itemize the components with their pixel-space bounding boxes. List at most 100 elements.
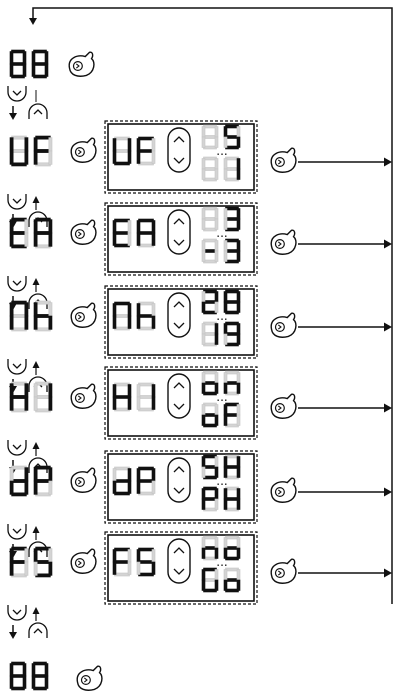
segment-f xyxy=(31,663,36,677)
segment-e xyxy=(223,547,228,559)
segment-c xyxy=(214,547,219,559)
segment-b xyxy=(214,158,219,170)
chevron-down-icon xyxy=(12,280,22,286)
segment-d xyxy=(138,407,154,412)
segment-e xyxy=(223,414,228,426)
parameter-dashed-box xyxy=(104,450,258,524)
segment-f xyxy=(33,467,38,482)
down-button-icon xyxy=(7,524,27,540)
confirm-arrow xyxy=(298,568,392,578)
segment-e xyxy=(201,301,206,313)
down-button-outline xyxy=(7,276,27,292)
segment-c xyxy=(214,333,219,345)
segment-b xyxy=(214,488,219,500)
segment-f xyxy=(112,384,117,398)
segment-d xyxy=(225,342,239,347)
segment-c xyxy=(151,315,156,329)
arrow-head xyxy=(32,442,40,449)
segment-a xyxy=(114,136,130,141)
button-chevron xyxy=(277,159,282,165)
segment-d xyxy=(33,74,47,79)
segment-c xyxy=(24,396,29,411)
segment-b xyxy=(236,456,241,468)
upper-value-display xyxy=(201,206,241,232)
segment-a xyxy=(138,136,154,141)
segment-a xyxy=(35,217,51,222)
display-digit xyxy=(9,217,29,249)
segment-g xyxy=(138,149,154,153)
display-digit xyxy=(223,124,241,150)
display-digit xyxy=(31,49,49,79)
segment-b xyxy=(214,126,219,138)
segment-f xyxy=(31,51,36,65)
segment-a xyxy=(11,661,25,666)
segment-e xyxy=(223,498,228,510)
range-separator: ... xyxy=(216,474,227,488)
segment-a xyxy=(114,218,130,223)
segment-d xyxy=(203,145,217,150)
finger-press-button-icon xyxy=(270,229,297,255)
segment-b xyxy=(214,372,219,384)
segment-b xyxy=(236,404,241,416)
rocker-outline xyxy=(167,292,191,338)
segment-c xyxy=(24,150,29,165)
up-button-icon xyxy=(28,622,48,638)
segment-a xyxy=(11,300,27,305)
segment-e xyxy=(136,150,141,164)
segment-c xyxy=(236,579,241,591)
segment-d xyxy=(225,588,239,593)
segment-d xyxy=(114,326,130,331)
segment-d xyxy=(114,243,130,248)
segment-c xyxy=(214,382,219,394)
segment-e xyxy=(201,136,206,148)
display-digit xyxy=(9,300,29,332)
segment-f xyxy=(9,219,14,234)
menu-code-display xyxy=(9,465,53,497)
segment-f xyxy=(112,303,117,317)
arrow-head xyxy=(384,239,392,249)
segment-f xyxy=(9,51,14,65)
segment-f xyxy=(223,488,228,500)
segment-b xyxy=(214,291,219,303)
segment-a xyxy=(35,135,51,140)
range-separator: ... xyxy=(216,390,227,404)
finger-press-button-icon xyxy=(70,383,97,409)
finger-press-button-icon xyxy=(270,477,297,503)
display-digit xyxy=(33,381,53,413)
upper-value-display xyxy=(201,289,241,315)
segment-g xyxy=(33,674,47,678)
arrow-up xyxy=(32,361,40,375)
display-digit xyxy=(33,217,53,249)
segment-g xyxy=(225,300,239,304)
segment-d xyxy=(225,259,239,264)
segment-b xyxy=(236,240,241,252)
display-digit xyxy=(9,49,27,79)
segment-g xyxy=(35,149,51,153)
parameter-frame xyxy=(107,205,255,273)
segment-g xyxy=(11,560,27,564)
segment-d xyxy=(138,491,154,496)
segment-a xyxy=(225,238,239,243)
up-down-rocker-icon xyxy=(167,209,191,255)
segment-g xyxy=(138,560,154,564)
segment-d xyxy=(138,243,154,248)
display-digit xyxy=(223,454,241,480)
segment-e xyxy=(33,232,38,247)
segment-e xyxy=(112,232,117,246)
segment-f xyxy=(136,138,141,152)
segment-g xyxy=(203,167,217,171)
segment-f xyxy=(33,219,38,234)
segment-b xyxy=(24,548,29,563)
segment-e xyxy=(201,579,206,591)
segment-f xyxy=(9,467,14,482)
rocker-outline xyxy=(167,209,191,255)
segment-e xyxy=(9,675,14,689)
display-digit xyxy=(201,124,219,150)
down-button-outline xyxy=(7,194,27,210)
segment-f xyxy=(223,126,228,138)
segment-a xyxy=(35,546,51,551)
segment-c xyxy=(48,561,53,576)
return-loop-arrowhead xyxy=(29,18,37,25)
display-digit xyxy=(223,156,241,182)
segment-a xyxy=(225,486,239,491)
